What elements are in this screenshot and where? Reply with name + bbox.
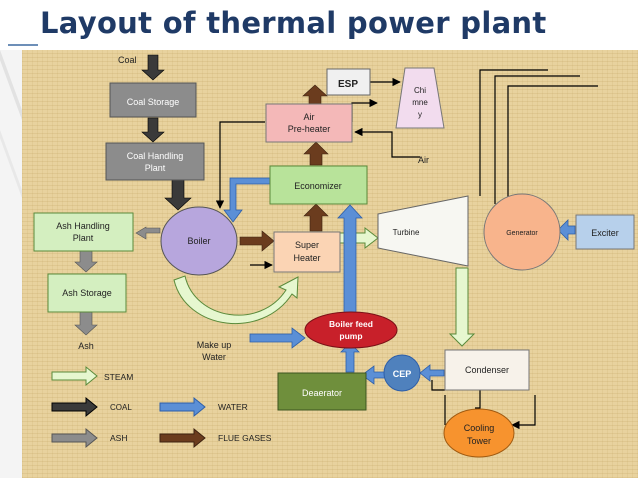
water-arrow-cep-deaerator	[361, 365, 386, 385]
svg-text:FLUE GASES: FLUE GASES	[218, 433, 272, 443]
condenser-box: Condenser	[444, 349, 530, 391]
svg-text:Plant: Plant	[73, 233, 94, 243]
cooling-tower-node: Cooling Tower	[443, 408, 515, 458]
legend-ash: ASH	[51, 427, 127, 449]
water-arrow-makeup-pump	[249, 327, 306, 349]
flue-arrow-economizer-preheater	[303, 141, 329, 166]
svg-text:mne: mne	[412, 98, 428, 107]
coal-arrow-handling	[164, 179, 192, 211]
svg-text:Ash Storage: Ash Storage	[62, 288, 112, 298]
ash-arrows	[74, 226, 161, 336]
flue-arrow-boiler-superheater	[239, 230, 275, 252]
slide-title: Layout of thermal power plant	[40, 6, 547, 40]
title-bar: Layout of thermal power plant	[0, 0, 638, 50]
svg-text:y: y	[418, 110, 422, 119]
svg-text:ASH: ASH	[110, 433, 127, 443]
coal-storage-box: Coal Storage	[109, 82, 197, 118]
boiler-feed-pump-node: Boiler feed pump	[304, 311, 398, 349]
steam-arrow-boiler-superheater	[173, 275, 299, 325]
coal-input-label: Coal	[118, 55, 137, 65]
coal-arrow-storage	[141, 117, 165, 143]
legend: STEAM COAL WATER ASH FLUE GASES	[51, 365, 272, 449]
esp-box: ESP	[326, 68, 371, 96]
steam-arrow-turbine-condenser	[448, 267, 476, 347]
svg-text:ESP: ESP	[338, 79, 358, 90]
flue-arrow-preheater-esp	[302, 84, 328, 105]
legend-coal: COAL	[51, 396, 132, 418]
legend-steam: STEAM	[51, 365, 133, 387]
svg-text:WATER: WATER	[218, 402, 248, 412]
flue-arrow-superheater-economizer	[303, 203, 329, 232]
exciter-box: Exciter	[575, 214, 635, 250]
water-arrow-condenser-cep	[419, 364, 445, 382]
legend-water: WATER	[159, 396, 248, 418]
ash-arrow-storage-ash	[74, 311, 98, 336]
flue-gas-arrows	[239, 84, 329, 252]
svg-text:Cooling: Cooling	[464, 423, 495, 433]
svg-text:Boiler: Boiler	[187, 236, 210, 246]
boiler-node: Boiler	[160, 206, 238, 276]
air-input-label: Air	[418, 155, 429, 165]
svg-text:Air: Air	[304, 112, 315, 122]
svg-text:Coal Storage: Coal Storage	[127, 97, 180, 107]
svg-text:Condenser: Condenser	[465, 365, 509, 375]
ash-arrow-handling-storage	[74, 249, 98, 273]
svg-text:Exciter: Exciter	[591, 228, 619, 238]
deaerator-box: Deaerator	[277, 372, 367, 411]
economizer-box: Economizer	[269, 165, 368, 205]
water-arrow-economizer-boiler	[223, 177, 271, 223]
generator-node: Generator	[483, 193, 561, 271]
left-decoration	[0, 50, 22, 478]
svg-text:Super: Super	[295, 240, 319, 250]
water-arrow-pump-economizer	[337, 204, 363, 316]
svg-text:COAL: COAL	[110, 403, 132, 412]
legend-flue-gases: FLUE GASES	[159, 427, 272, 449]
diagram-canvas: Coal Storage Coal Handling Plant ESP Chi…	[22, 50, 638, 478]
ash-output-label: Ash	[78, 341, 94, 351]
svg-text:Heater: Heater	[293, 253, 320, 263]
svg-text:Boiler feed: Boiler feed	[329, 319, 373, 329]
super-heater-box: Super Heater	[273, 231, 341, 273]
ash-storage-box: Ash Storage	[47, 273, 127, 313]
svg-text:CEP: CEP	[393, 369, 412, 379]
chimney-shape: Chi mne y	[395, 67, 445, 129]
svg-text:Tower: Tower	[467, 436, 491, 446]
water-arrow-exciter-generator	[557, 219, 576, 241]
svg-text:Plant: Plant	[145, 163, 166, 173]
svg-text:Chi: Chi	[414, 86, 426, 95]
water-arrows	[223, 177, 576, 385]
svg-text:Economizer: Economizer	[294, 181, 342, 191]
svg-text:Deaerator: Deaerator	[302, 388, 342, 398]
svg-text:Pre-heater: Pre-heater	[288, 124, 331, 134]
coal-handling-box: Coal Handling Plant	[105, 142, 205, 181]
svg-text:Turbine: Turbine	[393, 228, 420, 237]
thermal-plant-diagram: Coal Storage Coal Handling Plant ESP Chi…	[33, 54, 635, 458]
svg-text:Ash Handling: Ash Handling	[56, 221, 110, 231]
svg-text:Generator: Generator	[506, 230, 538, 237]
makeup-water-label-1: Make up	[197, 340, 232, 350]
ash-handling-box: Ash Handling Plant	[33, 212, 134, 252]
ash-arrow-boiler-handling	[135, 226, 161, 240]
coal-arrows	[141, 54, 192, 211]
air-preheater-box: Air Pre-heater	[265, 103, 353, 143]
makeup-water-label-2: Water	[202, 352, 226, 362]
title-underline	[8, 44, 38, 46]
coal-arrow-input	[141, 54, 165, 81]
svg-text:STEAM: STEAM	[104, 372, 133, 382]
svg-text:Coal Handling: Coal Handling	[127, 151, 184, 161]
svg-text:pump: pump	[339, 331, 362, 341]
turbine-shape: Turbine	[377, 195, 469, 267]
cep-node: CEP	[383, 354, 421, 392]
